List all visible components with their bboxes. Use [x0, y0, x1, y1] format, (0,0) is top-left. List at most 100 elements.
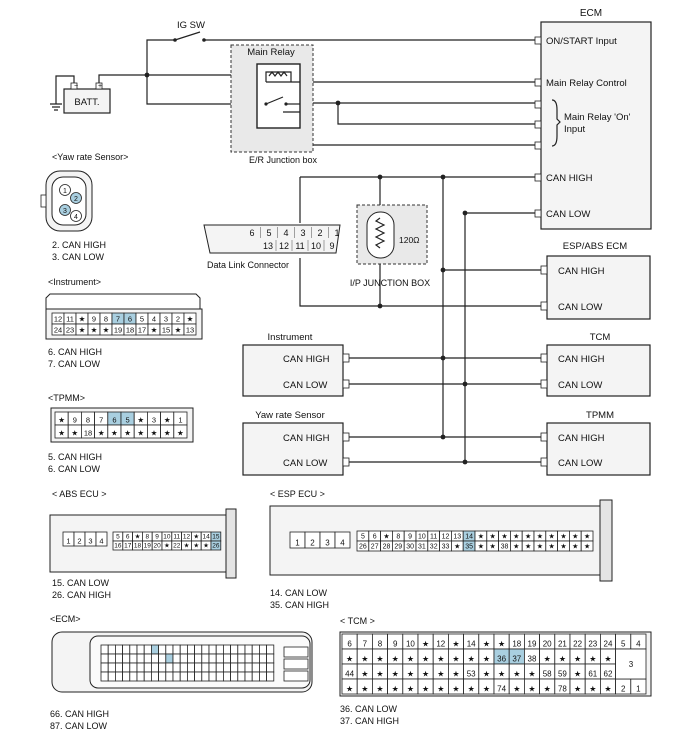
abs-pin-label: 17	[124, 543, 132, 550]
ecm-pin-cell	[115, 644, 124, 655]
tcm-pin-label: ★	[437, 655, 444, 664]
instrument-pin-label: 13	[186, 326, 194, 335]
ecm-pin-cell	[158, 662, 167, 673]
abs-pin-label: ★	[184, 542, 190, 550]
ecm-pin-cell	[129, 644, 138, 655]
ecm-pin-cell	[186, 653, 195, 664]
instrument-pin-label: ★	[175, 326, 182, 335]
ecm-pin-cell	[258, 671, 267, 682]
instrument-box	[242, 344, 344, 397]
tcm-pin-label: ★	[483, 670, 490, 679]
yaw-connector: 1 2 3 4	[40, 170, 93, 232]
ecm-pin-cell	[251, 662, 260, 673]
tcm-pin-label: 23	[588, 640, 597, 649]
ecm-pin-cell	[129, 671, 138, 682]
ecm-pin-cell	[258, 644, 267, 655]
tcm-pin-label: ★	[361, 670, 368, 679]
tpmm-pin-label: ★	[58, 429, 65, 438]
ecm-pin-cell	[136, 644, 145, 655]
instrument-pin-label: ★	[79, 326, 86, 335]
instrument-pin-label: ★	[79, 315, 86, 324]
ecm-pin-cell	[208, 653, 217, 664]
junction-dot	[335, 100, 341, 106]
ecm-pin-cell	[100, 653, 109, 664]
dlc-label: Data Link Connector	[207, 260, 289, 270]
tcm-pin-label: ★	[589, 655, 596, 664]
tcm-pin-label: ★	[513, 685, 520, 694]
ecm-pin-cell	[215, 644, 224, 655]
tcm-pin-label: ★	[376, 670, 383, 679]
instrument-conn-title: <Instrument>	[48, 277, 101, 287]
tcm-cell	[615, 648, 647, 680]
ecm-pin-cell	[158, 671, 167, 682]
ecm-pin-cell	[150, 653, 159, 664]
ecm-pin-cell	[172, 662, 181, 673]
dlc-pin-label: 6	[249, 228, 254, 238]
esp-pin-label: 5	[361, 534, 365, 541]
ecm-pin-cell	[201, 644, 210, 655]
ecm-pin-cell	[201, 653, 210, 664]
tcm-pin-terminal	[540, 379, 548, 389]
tcm-pin-label: 14	[467, 640, 476, 649]
instrument-pin-label: 9	[92, 315, 96, 324]
esp-pin-label: 9	[408, 534, 412, 541]
esp-pin-label: ★	[537, 543, 543, 551]
ecm-pin-cell	[244, 644, 253, 655]
esp-pin-label: ★	[454, 543, 460, 551]
ecm-pin-cell	[230, 644, 239, 655]
ecm-pin-cell	[115, 653, 124, 664]
tpmm-can-low: CAN LOW	[558, 458, 602, 469]
instrument-pin-label: 3	[164, 315, 168, 324]
ecm-pin-cell	[251, 653, 260, 664]
tcm-pin-label: 5	[621, 640, 626, 649]
ecm-pin-cell	[115, 662, 124, 673]
tcm-pin-label: 7	[363, 640, 368, 649]
yaw-pin: 3	[63, 208, 67, 215]
tcm-pin-label: 44	[345, 670, 354, 679]
ip-resistor-value: 120Ω	[399, 235, 420, 245]
tcm-pin-label: ★	[498, 670, 505, 679]
ecm-pin-cell	[208, 662, 217, 673]
esp-pin-label: 12	[442, 534, 450, 541]
tpmm-box-title: TPMM	[586, 410, 614, 421]
esp-pin-label: ★	[478, 543, 484, 551]
ecm-pin-main-relay-control: Main Relay Control	[546, 78, 627, 89]
ecm-pin-cell	[266, 671, 275, 682]
ecm-pin-cell	[186, 644, 195, 655]
tcm-pin-label: ★	[544, 655, 551, 664]
ecm-pin-cell	[230, 671, 239, 682]
instrument-pin-label: 6	[128, 315, 132, 324]
esp-pin-label: 1	[295, 539, 300, 548]
main-relay-title: Main Relay	[247, 47, 295, 58]
tcm-pin-label: ★	[574, 670, 581, 679]
ecm-pin-cell	[208, 644, 217, 655]
tcm-pin-label: 18	[512, 640, 521, 649]
tcm-pin-label: 8	[378, 640, 383, 649]
ecm-pin-cell	[194, 644, 203, 655]
instrument-can-low: CAN LOW	[283, 380, 327, 391]
ecm-pin-cell	[107, 653, 116, 664]
instrument-pin-label: 15	[162, 326, 170, 335]
junction-dot	[144, 72, 150, 78]
ecm-pin-cell	[150, 671, 159, 682]
instrument-note: 7. CAN LOW	[48, 359, 101, 369]
abs-pin-label: 2	[77, 537, 81, 546]
tcm-pin-label: 10	[406, 640, 415, 649]
instrument-pin-label: 17	[138, 326, 146, 335]
ecm-pin-cell	[122, 671, 131, 682]
tpmm-pin-label: ★	[137, 429, 144, 438]
instrument-pin-label: ★	[151, 326, 158, 335]
esp-abs-ecm-box	[546, 255, 651, 320]
tcm-pin-label: ★	[407, 670, 414, 679]
yaw-conn-title: <Yaw rate Sensor>	[52, 152, 128, 162]
tcm-pin-label: ★	[498, 640, 505, 649]
er-junction-box-label: E/R Junction box	[249, 155, 318, 165]
ecm-pin-cell	[165, 662, 174, 673]
instrument-can-high: CAN HIGH	[283, 354, 330, 365]
tcm-note: 37. CAN HIGH	[340, 716, 399, 726]
abs-pin-label: ★	[193, 533, 199, 541]
abs-pin-label: 9	[155, 534, 159, 541]
